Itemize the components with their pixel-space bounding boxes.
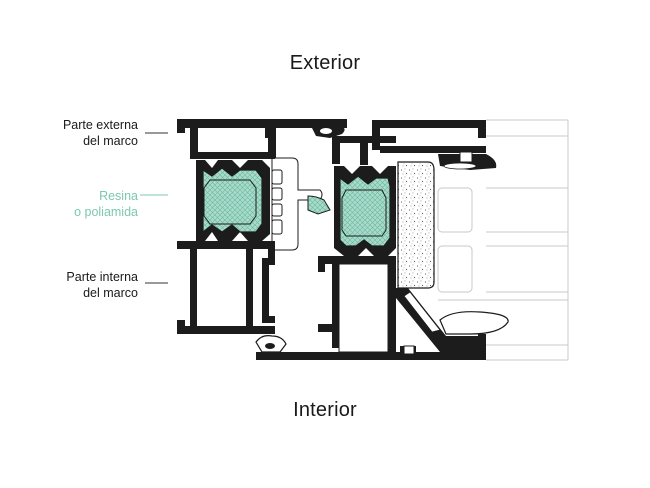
- resin-label-line-2: o poliamida: [74, 205, 138, 219]
- external-frame-label: Parte externa del marco: [63, 117, 138, 149]
- external-frame-label-line-1: Parte externa: [62, 118, 138, 132]
- glazing-lines: [437, 119, 569, 361]
- external-frame-label-line-2: del marco: [83, 134, 138, 148]
- center-thermal-break: [271, 157, 323, 251]
- frame-internal-part: [177, 241, 275, 334]
- sash-profile: [256, 120, 486, 360]
- resin-label: Resina o poliamida: [74, 188, 138, 220]
- frame-resin-insulation: [196, 160, 270, 241]
- internal-frame-label-line-2: del marco: [83, 286, 138, 300]
- leader-lines: [140, 132, 168, 284]
- gaskets: [255, 126, 345, 353]
- internal-frame-label-line-1: Parte interna: [66, 270, 138, 284]
- glazing-bead: [396, 288, 509, 355]
- frame-external-part: [177, 119, 347, 159]
- interior-heading: Interior: [293, 399, 357, 421]
- glass-gasket-top: [438, 151, 497, 170]
- exterior-heading: Exterior: [289, 52, 361, 74]
- glass-spacer: [397, 161, 435, 289]
- sash-resin-insulation: [334, 166, 396, 256]
- internal-frame-label: Parte interna del marco: [66, 269, 138, 301]
- resin-label-line-1: Resina: [99, 189, 138, 203]
- sash-inner-chamber: [338, 263, 389, 353]
